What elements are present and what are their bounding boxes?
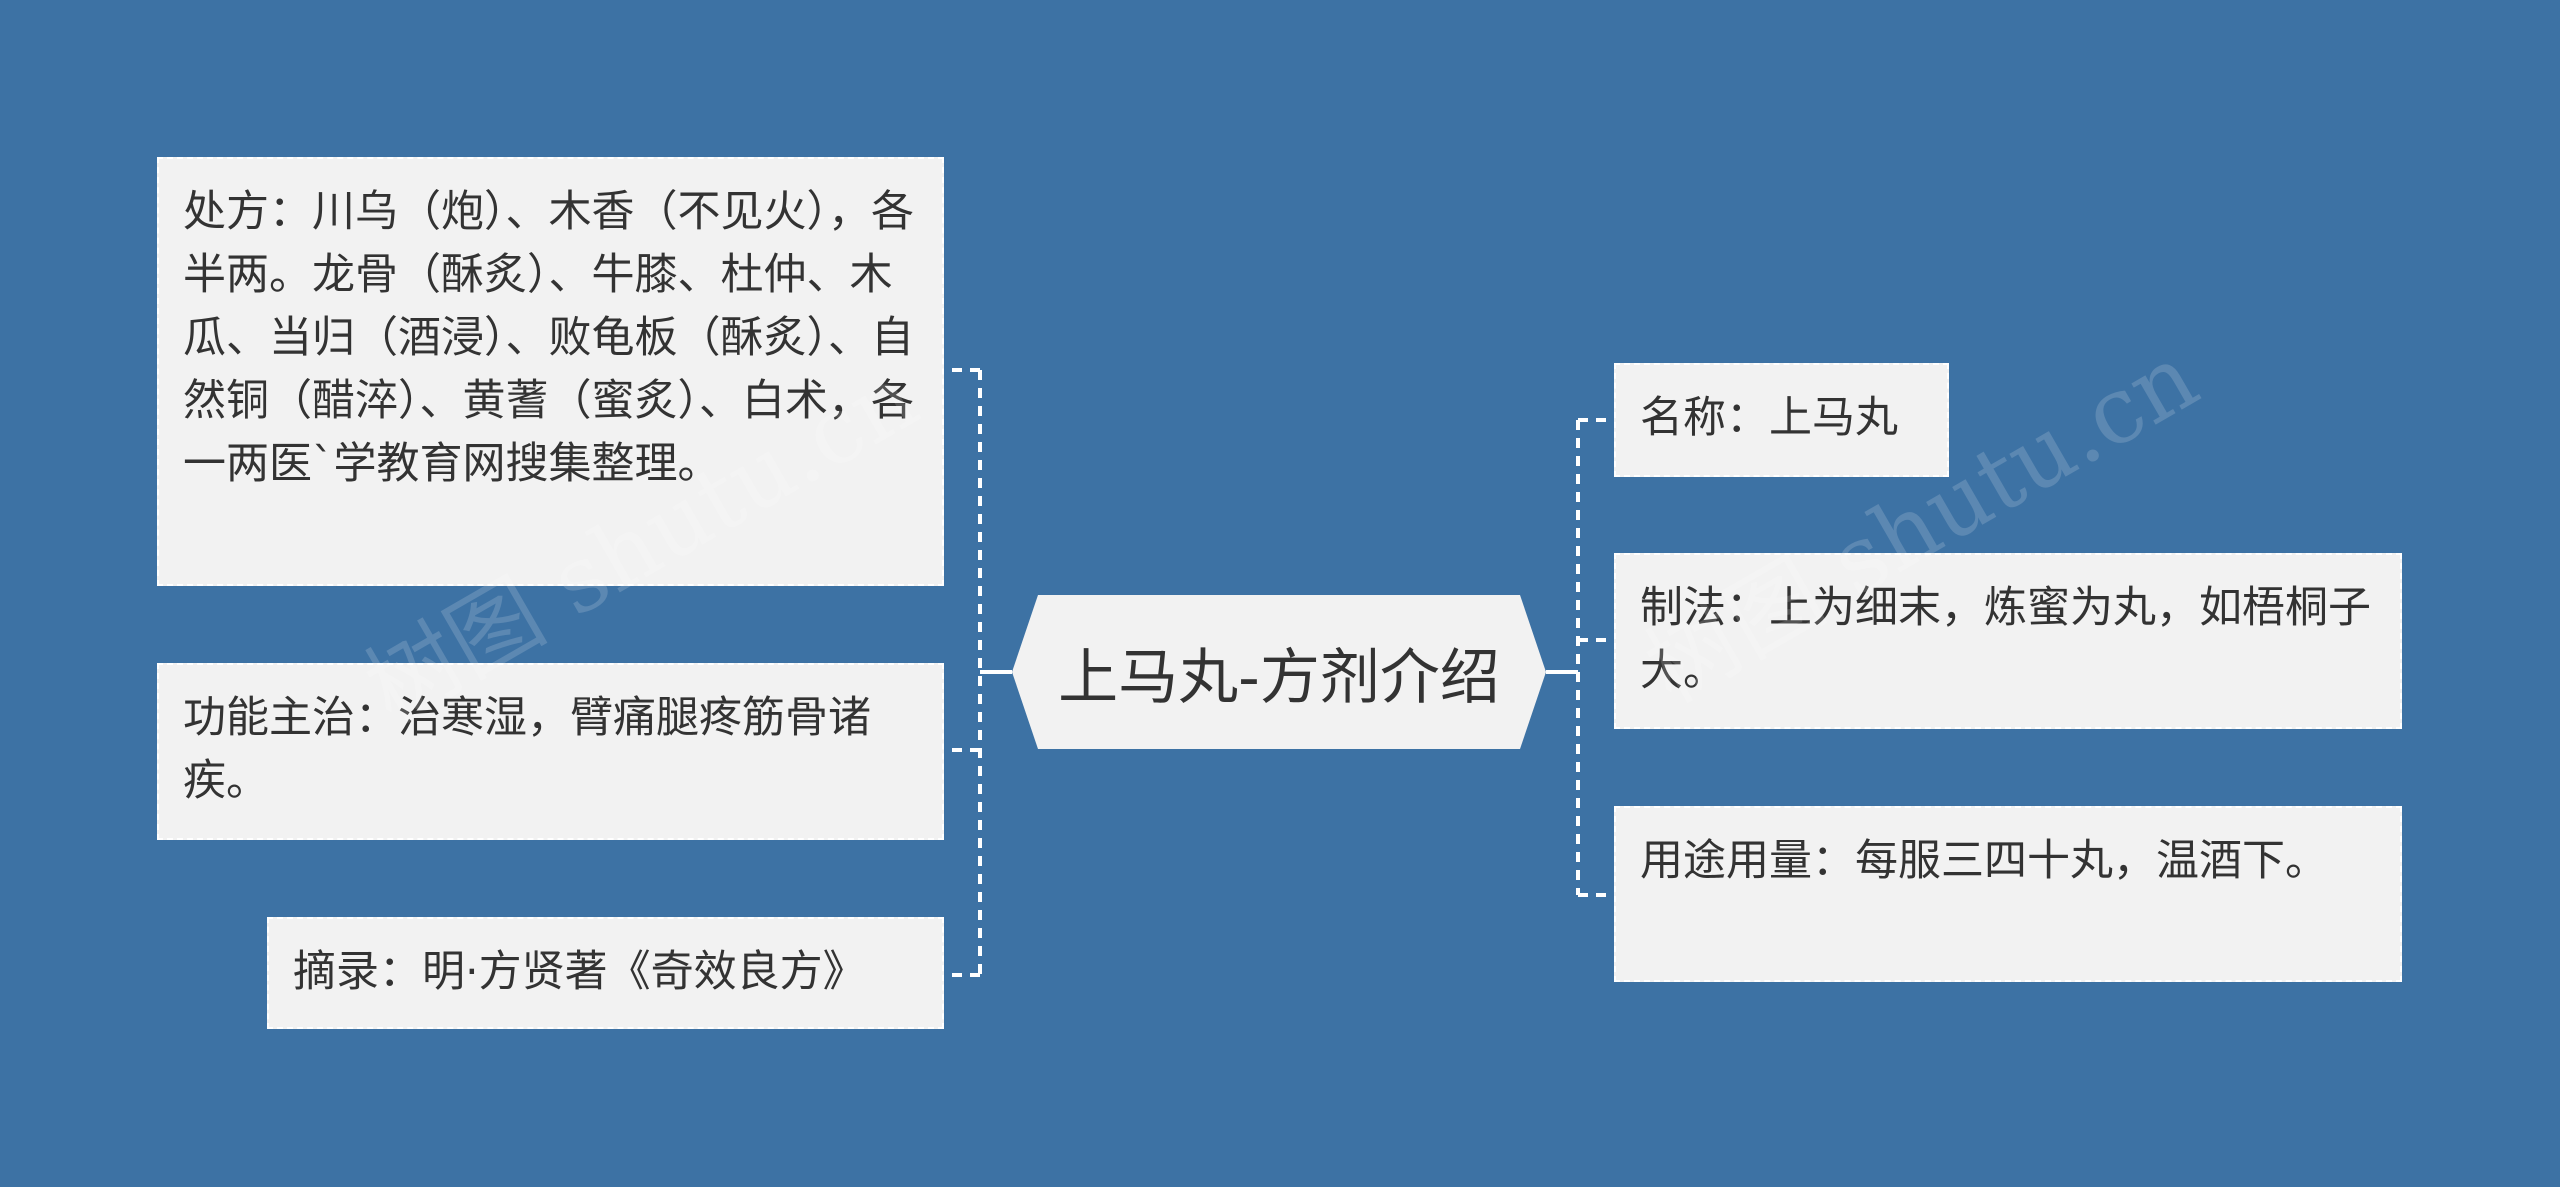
node-indications[interactable]: 功能主治：治寒湿，臂痛腿疼筋骨诸疾。	[157, 663, 944, 840]
central-topic-label: 上马丸-方剂介绍	[1058, 642, 1500, 713]
node-source-text: 摘录：明·方贤著《奇效良方》	[293, 947, 866, 997]
node-source[interactable]: 摘录：明·方贤著《奇效良方》	[267, 917, 944, 1029]
node-prescription-text: 处方：川乌（炮）、木香（不见火），各半两。龙骨（酥炙）、牛膝、杜仲、木瓜、当归（…	[183, 187, 914, 489]
node-name-text: 名称：上马丸	[1640, 393, 1898, 443]
node-dosage-text: 用途用量：每服三四十丸，温酒下。	[1640, 836, 2328, 886]
node-prescription[interactable]: 处方：川乌（炮）、木香（不见火），各半两。龙骨（酥炙）、牛膝、杜仲、木瓜、当归（…	[157, 157, 944, 586]
node-preparation-text: 制法：上为细末，炼蜜为丸，如梧桐子大。	[1640, 583, 2371, 696]
node-name[interactable]: 名称：上马丸	[1614, 363, 1949, 477]
node-preparation[interactable]: 制法：上为细末，炼蜜为丸，如梧桐子大。	[1614, 553, 2402, 729]
central-topic[interactable]: 上马丸-方剂介绍	[1012, 595, 1546, 749]
node-dosage[interactable]: 用途用量：每服三四十丸，温酒下。	[1614, 806, 2402, 982]
node-indications-text: 功能主治：治寒湿，臂痛腿疼筋骨诸疾。	[183, 693, 871, 806]
